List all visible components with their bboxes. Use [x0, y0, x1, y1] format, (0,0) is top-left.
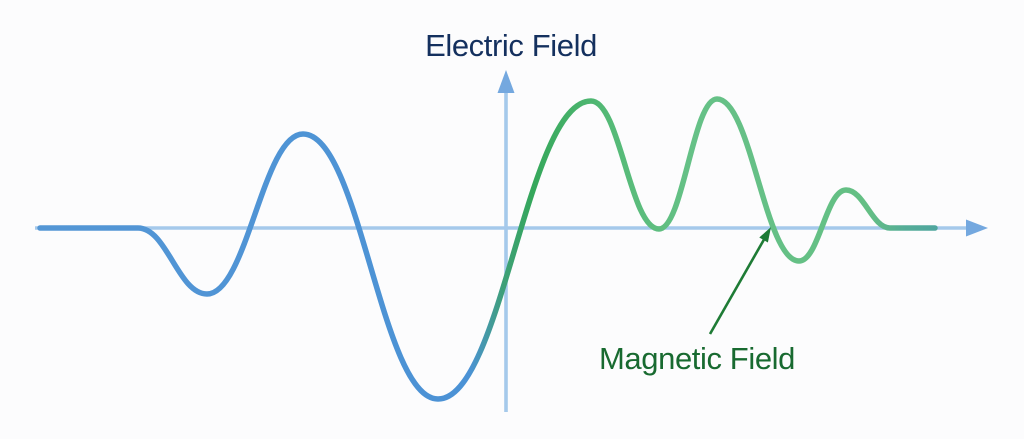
- magnetic-field-label: Magnetic Field: [599, 341, 795, 376]
- horizontal-axis-right-arrow-icon: [966, 219, 988, 237]
- magnetic-annotation-arrow-line: [708, 238, 766, 335]
- electric-field-label: Electric Field: [425, 28, 597, 63]
- magnetic-annotation-arrowhead-icon: [759, 227, 771, 243]
- vertical-axis-up-arrow-icon: [497, 70, 515, 93]
- wave-curve: [37, 96, 938, 402]
